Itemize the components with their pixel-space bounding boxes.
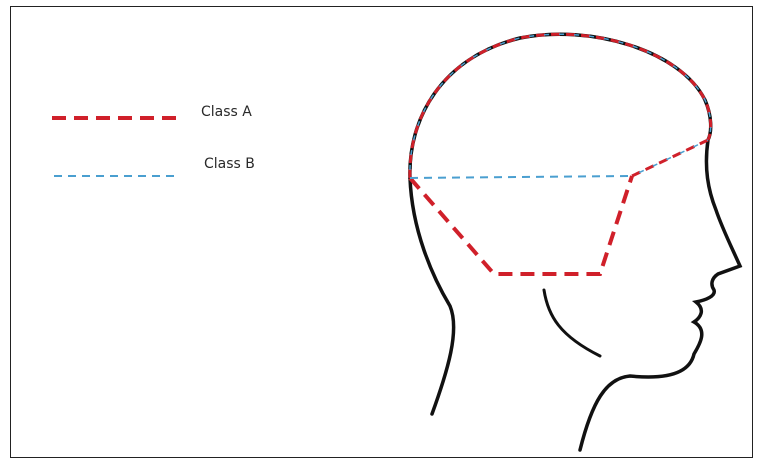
neck-back-outline: [410, 178, 454, 414]
legend-label-class-a: Class A: [201, 104, 252, 120]
class-b-crown-line: [410, 34, 711, 178]
class-b-forehead-line: [632, 140, 708, 176]
legend-label-class-b: Class B: [204, 156, 255, 172]
class-a-lower-boundary: [410, 176, 632, 274]
class-a-crown-line: [410, 34, 711, 178]
jaw-line: [544, 290, 600, 356]
class-b-horizontal-line: [410, 176, 632, 178]
head-profile-outline: [410, 34, 740, 450]
